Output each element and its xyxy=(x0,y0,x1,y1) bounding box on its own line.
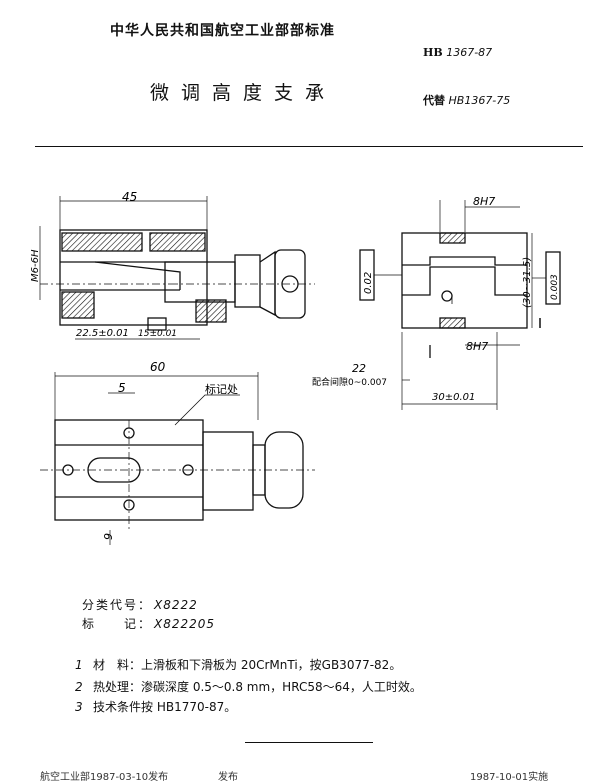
dim-22-label: 22 xyxy=(352,362,366,375)
plan-view xyxy=(40,372,315,545)
standard-number-value: 1367-87 xyxy=(446,46,493,59)
note-number: 1 xyxy=(75,658,83,672)
footer-effective: 1987-10-01实施 xyxy=(470,772,549,783)
standard-number: HB 1367-87 xyxy=(423,46,492,59)
note-text: 热处理：渗碳深度 0.5～0.8 mm，HRC58～64，人工时效。 xyxy=(93,680,422,694)
marking-label: 标 记： xyxy=(82,617,153,631)
marking-value: X822205 xyxy=(154,617,216,631)
note-text: 材 料：上滑板和下滑板为 20CrMnTi，按GB3077-82。 xyxy=(93,658,402,672)
header-rule xyxy=(35,146,583,147)
clearance-label: 配合间隙0~0.007 xyxy=(312,376,387,388)
side-view xyxy=(359,200,561,410)
dim-22-5-label: 22.5±0.01 xyxy=(76,328,129,339)
replaces-label: 代替 xyxy=(423,94,445,107)
page-footer: 航空工业部1987-03-10发布 发布 1987-10-01实施 xyxy=(0,768,600,784)
note-item: 2 热处理：渗碳深度 0.5～0.8 mm，HRC58～64，人工时效。 xyxy=(75,678,422,695)
replaces-standard: 代替 HB1367-75 xyxy=(423,92,510,108)
end-rule xyxy=(245,742,373,743)
document-title: 微调高度支承 xyxy=(150,82,337,104)
note-item: 1 材 料：上滑板和下滑板为 20CrMnTi，按GB3077-82。 xyxy=(75,656,401,673)
range-label: (30~31.5) xyxy=(522,257,533,308)
classification-code: 分类代号：X8222 xyxy=(82,596,198,613)
classification-value: X8222 xyxy=(154,598,198,612)
parallel-label: 0.003 xyxy=(550,274,560,300)
issuing-organization: 中华人民共和国航空工业部部标准 xyxy=(110,23,335,39)
fit-8h7-top-label: 8H7 xyxy=(473,195,495,208)
thread-label: M6-6H xyxy=(30,249,41,282)
footer-issued: 航空工业部1987-03-10发布 xyxy=(40,772,169,783)
marking-code: 标 记：X822205 xyxy=(82,615,215,632)
note-number: 2 xyxy=(75,680,83,694)
technical-drawing: 45 M6-6H 22.5±0.01 15±0.01 60 5 标记处 9 xyxy=(30,190,561,545)
front-section-view xyxy=(39,196,315,340)
dim-60-label: 60 xyxy=(150,360,166,374)
note-number: 3 xyxy=(75,700,83,714)
standard-prefix: HB xyxy=(423,46,443,59)
replaces-number: HB1367-75 xyxy=(448,94,511,107)
flatness-label: 0.02 xyxy=(363,272,374,294)
dim-30-label: 30±0.01 xyxy=(432,392,475,403)
note-text: 技术条件按 HB1770-87。 xyxy=(93,700,237,714)
dim-45-label: 45 xyxy=(122,190,137,204)
fit-8h7-bottom-label: 8H7 xyxy=(466,340,488,353)
dim-9-label: 9 xyxy=(102,533,115,540)
note-item: 3 技术条件按 HB1770-87。 xyxy=(75,698,236,715)
dim-5-label: 5 xyxy=(118,381,126,395)
mark-label: 标记处 xyxy=(205,382,238,396)
footer-center: 发布 xyxy=(218,772,238,783)
classification-label: 分类代号： xyxy=(82,598,153,612)
dim-15-label: 15±0.01 xyxy=(138,329,177,339)
